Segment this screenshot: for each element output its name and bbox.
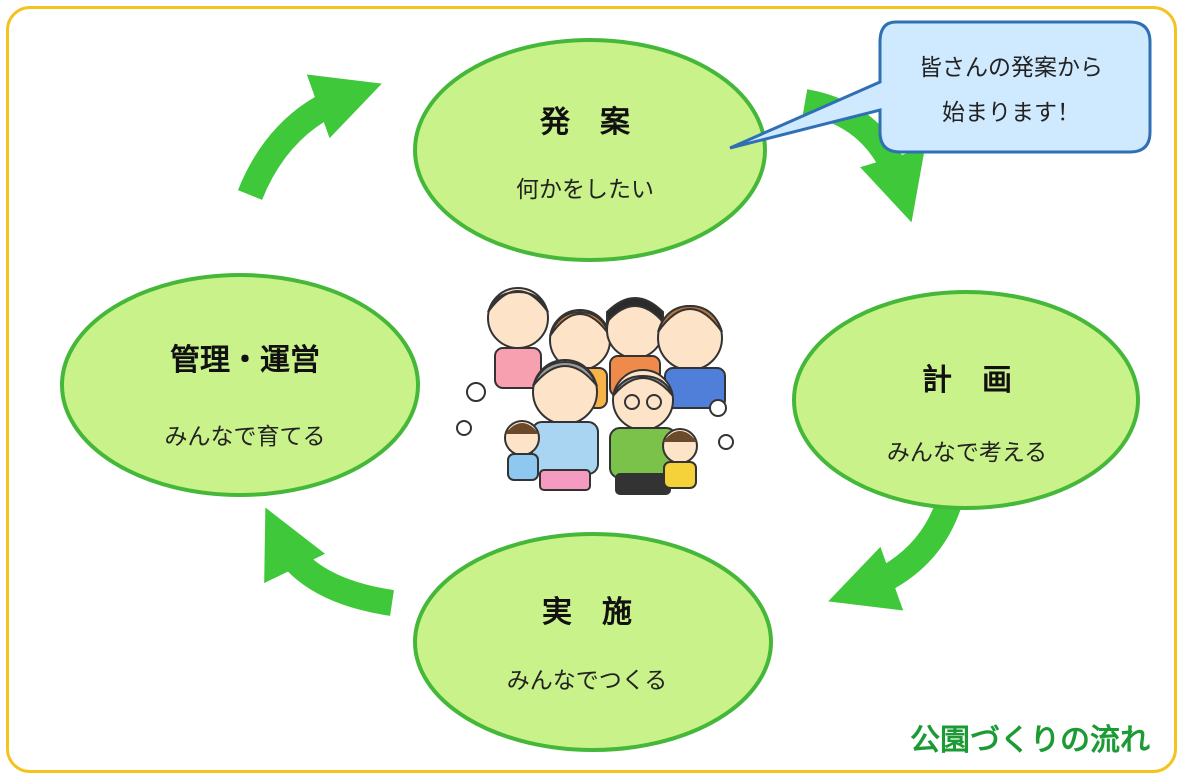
node-proposal-title: 発 案 [539, 105, 631, 140]
node-implementation-title: 実 施 [542, 595, 632, 630]
node-implementation: 実 施 みんなでつくる [413, 532, 773, 752]
arrow-management-to-proposal [237, 74, 382, 201]
node-planning: 計 画 みんなで考える [792, 290, 1140, 510]
arrow-implementation-to-management [264, 507, 395, 616]
callout-line-1: 皆さんの発案から [919, 55, 1103, 81]
callout-line-2: 始まります！ [942, 100, 1080, 126]
arrow-planning-to-implementation [828, 495, 963, 611]
node-proposal: 発 案 何かをしたい [413, 38, 767, 262]
node-planning-subtitle: みんなで考える [887, 440, 1047, 466]
node-management-title: 管理・運営 [170, 343, 320, 378]
node-proposal-subtitle: 何かをしたい [516, 177, 654, 203]
family-group-illustration [456, 287, 734, 495]
diagram-caption: 公園づくりの流れ [910, 723, 1150, 758]
node-management-subtitle: みんなで育てる [165, 424, 326, 450]
node-management: 管理・運営 みんなで育てる [60, 273, 420, 497]
callout-bubble: 皆さんの発案から 始まります！ [729, 20, 1152, 154]
arrow-proposal-to-planning [802, 89, 925, 223]
node-planning-title: 計 画 [922, 363, 1012, 398]
node-implementation-subtitle: みんなでつくる [507, 668, 668, 694]
